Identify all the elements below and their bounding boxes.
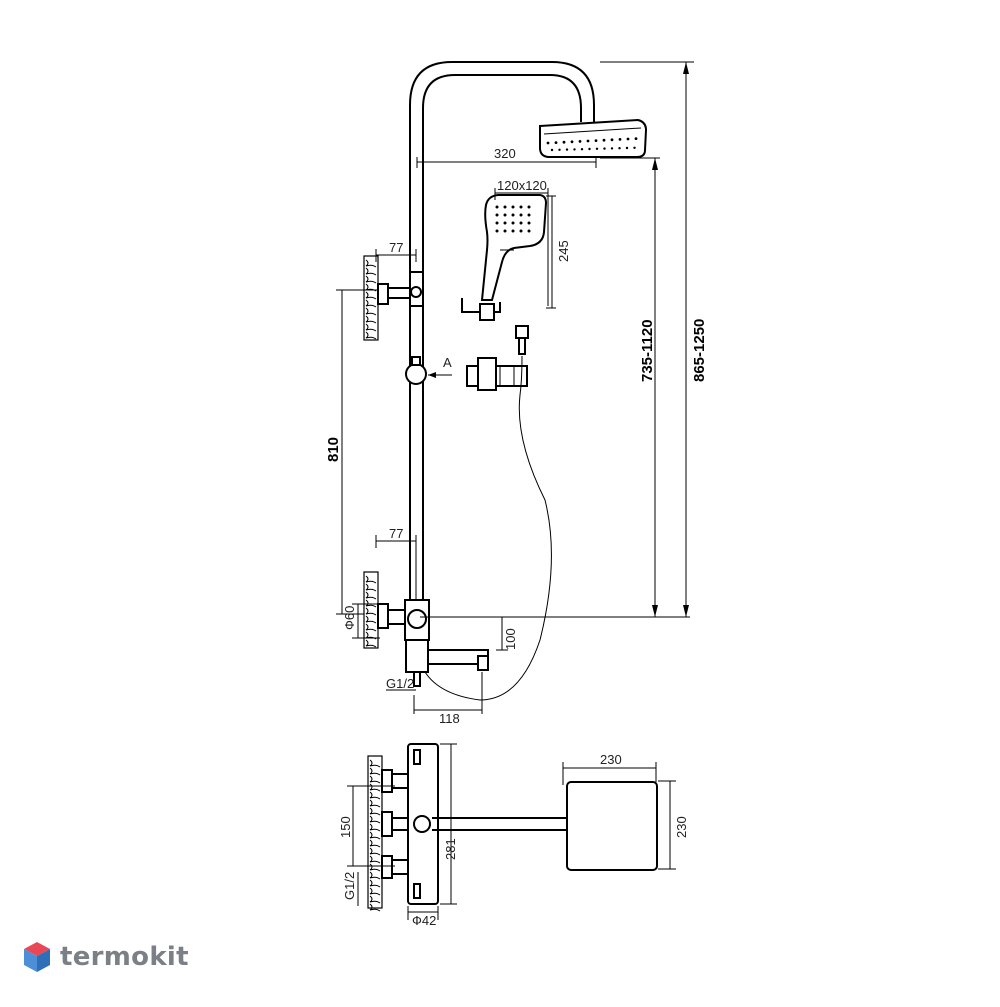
- dim-upper-bracket: 77: [389, 240, 403, 255]
- dim-mixer-length: 281: [443, 838, 458, 860]
- front-view: 320 120x120 245 A: [325, 61, 708, 726]
- dim-bracket-spacing: 810: [325, 437, 342, 462]
- watermark: termokit: [22, 940, 189, 974]
- dim-inlet-thread: G1/2: [386, 676, 414, 691]
- dim-hand-length: 245: [556, 240, 571, 262]
- view-label-a: A: [443, 355, 452, 370]
- dim-top-head-width: 230: [600, 752, 622, 767]
- dim-height-overhead: 735-1120: [639, 319, 656, 382]
- slider-knob: [405, 363, 427, 385]
- cube-logo-icon: [24, 942, 50, 972]
- riser-pipe: [409, 61, 595, 600]
- overhead-shower-head: [539, 118, 648, 158]
- dim-hand-head: 120x120: [497, 178, 547, 193]
- upper-wall-bracket: [363, 255, 424, 341]
- top-view: 230 230 150 281 G1/2 Ф42: [338, 743, 689, 928]
- riser-pipe-inner: [422, 74, 582, 600]
- slider-detail-view: [466, 357, 528, 391]
- dim-inlet-thread-top: G1/2: [342, 872, 357, 900]
- dim-pipe-diameter: Ф60: [342, 606, 357, 630]
- hand-shower: [461, 194, 548, 321]
- shower-hose: [424, 355, 552, 701]
- mixer-assembly: [363, 571, 489, 687]
- watermark-text: termokit: [60, 942, 189, 972]
- dim-arm-length: 320: [494, 146, 516, 161]
- dim-spout-height: 100: [503, 628, 518, 650]
- dim-spout-length: 118: [439, 711, 460, 726]
- dim-height-total: 865-1250: [691, 319, 708, 382]
- dim-inlet-spacing: 150: [338, 816, 353, 838]
- dim-lower-bracket: 77: [389, 526, 403, 541]
- dim-top-head-depth: 230: [674, 816, 689, 838]
- dim-mixer-diameter: Ф42: [412, 913, 436, 928]
